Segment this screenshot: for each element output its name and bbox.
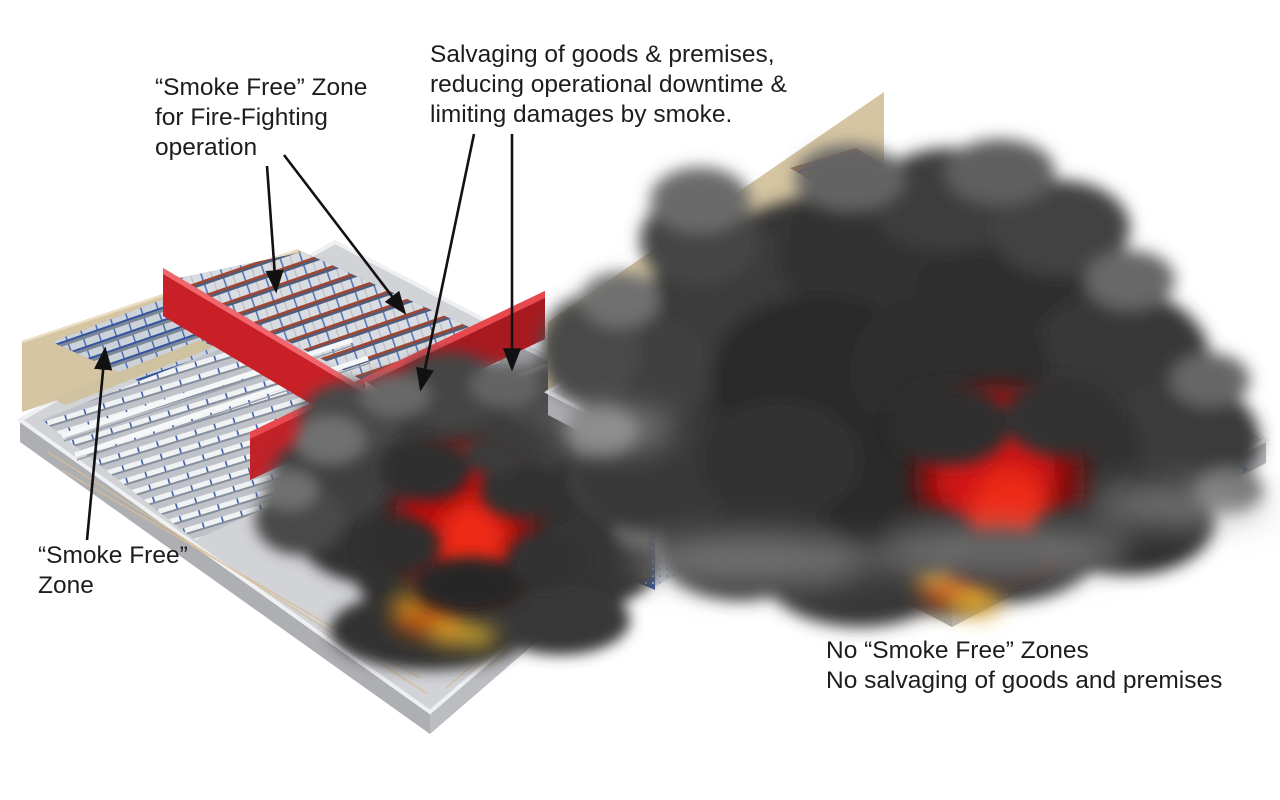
label-salvaging: Salvaging of goods & premises, reducing …	[430, 40, 787, 130]
mezzanine-edge	[52, 340, 214, 405]
label-line: “Smoke Free” Zone	[155, 74, 368, 101]
arrow-smoke-free-zone-to-ne-racks	[282, 154, 407, 315]
left-smoke-wisps	[360, 435, 583, 613]
label-line: No “Smoke Free” Zones	[826, 637, 1089, 664]
annotation-arrows	[85, 133, 522, 541]
label-line: operation	[155, 134, 258, 161]
label-line: reducing operational downtime &	[430, 71, 787, 98]
label-line: Zone	[38, 572, 94, 599]
label-smoke-free-zone-operation: “Smoke Free” Zone for Fire-Fighting oper…	[155, 73, 367, 163]
pallet-rack-field-north	[170, 252, 469, 382]
label-line: for Fire-Fighting	[155, 104, 328, 131]
label-no-zones: No “Smoke Free” Zones No salvaging of go…	[826, 636, 1222, 696]
right-smoke-haze	[555, 408, 1270, 588]
label-line: No salvaging of goods and premises	[826, 667, 1223, 694]
arrow-salvaging-to-curtain-crossing	[416, 133, 476, 392]
left-slab-side-sw	[20, 420, 430, 734]
label-line: “Smoke Free”	[38, 542, 188, 569]
right-warehouse-illustration	[540, 92, 1270, 627]
arrow-smoke-free-zone-west	[85, 346, 113, 541]
arrow-smoke-free-zone-to-north-racks	[265, 165, 284, 294]
label-smoke-free-zone: “Smoke Free” Zone	[38, 541, 188, 601]
label-line: limiting damages by smoke.	[430, 101, 733, 128]
label-line: Salvaging of goods & premises,	[430, 41, 775, 68]
